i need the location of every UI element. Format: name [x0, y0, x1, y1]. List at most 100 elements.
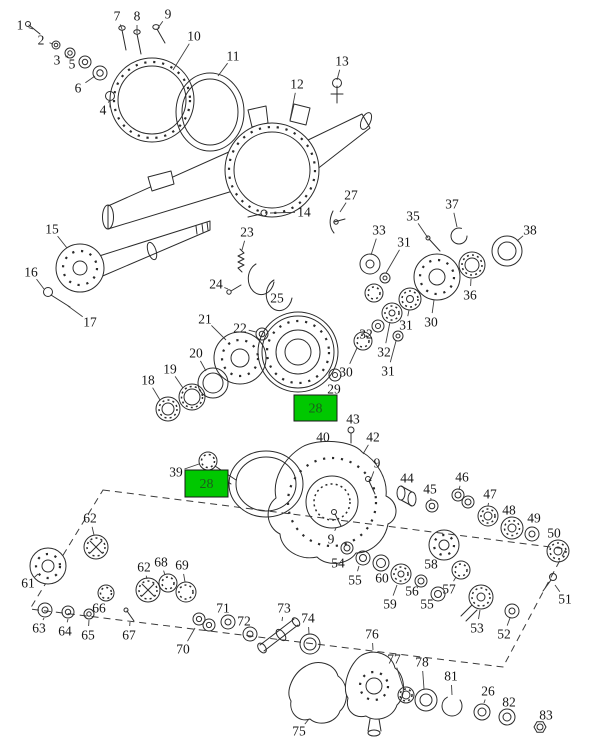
callout-53: 53 — [470, 621, 484, 636]
callout-35: 35 — [406, 209, 420, 224]
callout-76: 76 — [365, 627, 379, 642]
callout-10: 10 — [187, 29, 201, 44]
callout-64: 64 — [58, 624, 72, 639]
leader-line-70 — [187, 627, 196, 642]
highlight-box-28[interactable] — [184, 469, 229, 498]
callout-65: 65 — [81, 628, 95, 643]
thrust-parts-cascade — [396, 485, 570, 622]
leader-line-64 — [66, 618, 69, 623]
callout-42: 42 — [366, 430, 380, 445]
leader-line-57 — [453, 576, 457, 582]
callout-25: 25 — [270, 291, 284, 306]
leader-line-9 — [370, 471, 375, 480]
cover-gasket-drawing — [288, 662, 347, 724]
callout-23: 23 — [240, 225, 254, 240]
leader-line-46 — [458, 485, 461, 491]
callout-32: 32 — [359, 327, 373, 342]
leader-line-4 — [107, 99, 111, 103]
callout-52: 52 — [497, 627, 511, 642]
callout-16: 16 — [24, 265, 38, 280]
axle-housing-drawing — [102, 103, 373, 230]
bearing-36-drawing — [458, 251, 486, 279]
leader-line-9 — [334, 527, 337, 531]
lock-actuator-cover-drawing — [344, 651, 404, 737]
bearing-cup-38-drawing — [491, 235, 523, 267]
axle-shaft-drawing — [55, 220, 211, 293]
callout-31: 31 — [399, 318, 413, 333]
callout-31: 31 — [381, 364, 395, 379]
callout-59: 59 — [383, 597, 397, 612]
leader-line-31 — [385, 249, 400, 274]
leader-line-30 — [349, 347, 358, 364]
callout-40: 40 — [316, 430, 330, 445]
leader-line-14 — [269, 211, 296, 214]
leader-line-2 — [49, 42, 54, 45]
callout-9: 9 — [165, 7, 172, 22]
carrier-gasket-drawing — [228, 450, 304, 518]
leader-line-13 — [336, 69, 341, 81]
callout-43: 43 — [346, 412, 360, 427]
diff-bearing-row — [331, 509, 471, 602]
callout-62: 62 — [137, 560, 151, 575]
callout-67: 67 — [122, 628, 136, 643]
ring-gear-drawing — [257, 311, 342, 393]
drawing-layer — [25, 21, 570, 737]
callout-49: 49 — [527, 511, 541, 526]
callout-50: 50 — [547, 526, 561, 541]
leader-line-37 — [453, 212, 458, 228]
callout-5: 5 — [69, 57, 76, 72]
highlight-box-28[interactable] — [293, 394, 338, 422]
leader-line-24 — [224, 287, 229, 290]
callout-55: 55 — [420, 597, 434, 612]
callout-63: 63 — [32, 621, 46, 636]
shift-rail-cluster — [226, 248, 293, 312]
callout-44: 44 — [400, 471, 414, 486]
leader-line-81 — [451, 684, 453, 696]
leader-line-31 — [407, 309, 410, 317]
callout-57: 57 — [442, 582, 456, 597]
leader-line-23 — [241, 240, 246, 251]
leader-line-63 — [42, 617, 45, 621]
hub-gasket-drawing — [109, 57, 195, 143]
callout-82: 82 — [502, 695, 516, 710]
small-hardware-cluster — [25, 21, 166, 108]
leader-line-1 — [28, 27, 34, 30]
callout-1: 1 — [17, 18, 24, 33]
kit-boundary-box — [29, 489, 567, 668]
leader-line-19 — [174, 376, 184, 389]
callout-72: 72 — [237, 614, 251, 629]
shaft-bolt-drawing — [43, 287, 71, 308]
callout-73: 73 — [277, 601, 291, 616]
leader-line-15 — [57, 235, 68, 249]
leader-line-6 — [85, 75, 96, 84]
leader-line-59 — [392, 584, 398, 596]
leader-line-55 — [357, 565, 360, 572]
callout-15: 15 — [45, 222, 59, 237]
callout-81: 81 — [444, 669, 458, 684]
callout-77: 77 — [387, 652, 401, 667]
callout-12: 12 — [290, 77, 304, 92]
callout-24: 24 — [209, 277, 223, 292]
housing-bolt-drawing — [247, 209, 268, 218]
callout-83: 83 — [539, 708, 553, 723]
callout-55: 55 — [348, 573, 362, 588]
callout-61: 61 — [21, 576, 35, 591]
callout-7: 7 — [114, 9, 121, 24]
callout-32: 32 — [377, 345, 391, 360]
highlight-label-28: 28 — [200, 477, 214, 492]
leader-line-11 — [217, 62, 228, 77]
leader-line-17 — [67, 305, 83, 318]
callout-45: 45 — [423, 482, 437, 497]
callout-22: 22 — [233, 321, 247, 336]
callout-27: 27 — [344, 188, 358, 203]
pin-35-drawing — [425, 235, 441, 252]
leader-line-39 — [184, 463, 200, 470]
callout-29: 29 — [327, 382, 341, 397]
callout-68: 68 — [154, 555, 168, 570]
callout-2: 2 — [38, 33, 45, 48]
callout-62: 62 — [83, 511, 97, 526]
ring-gasket-drawing — [175, 72, 245, 152]
leader-line-78 — [422, 670, 425, 690]
callout-48: 48 — [502, 503, 516, 518]
